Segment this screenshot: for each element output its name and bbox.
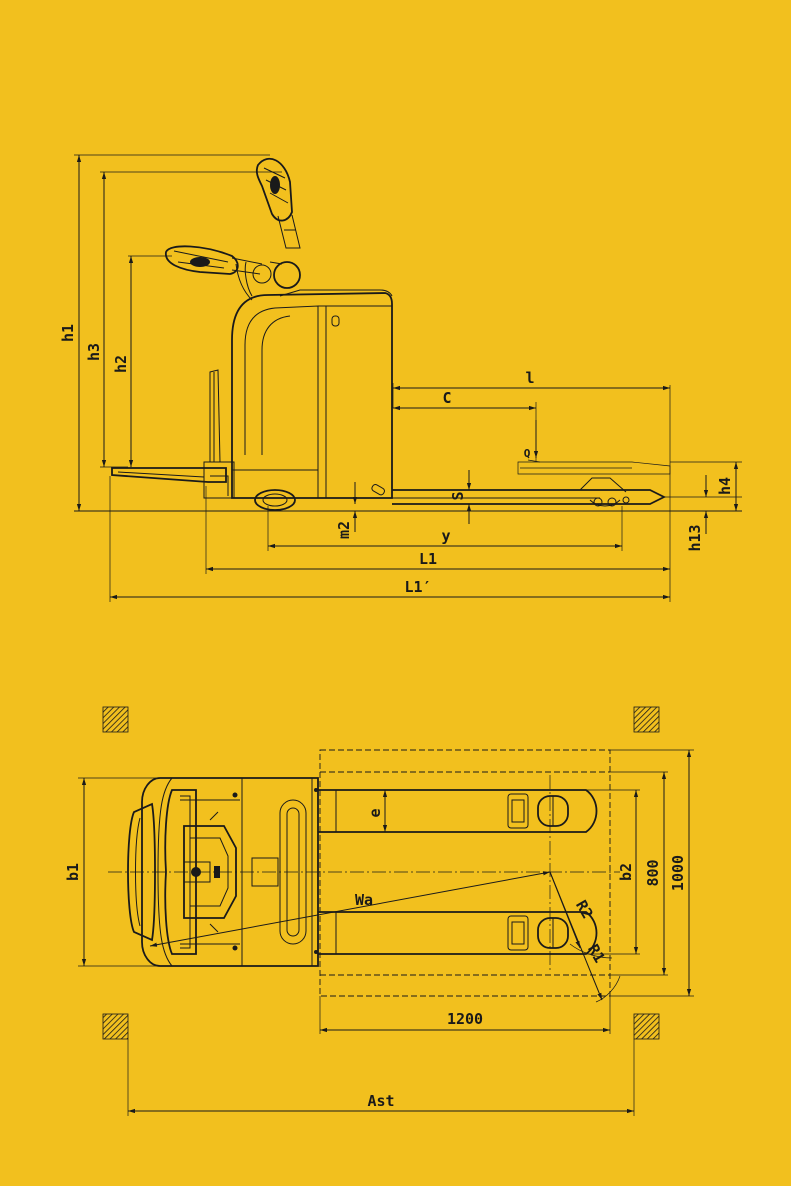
aisle-marker-bottom-left: [102, 1013, 129, 1040]
r1-arc: [595, 975, 621, 1003]
b1-label: b1: [64, 863, 82, 881]
side-view: h1 h3 h2: [59, 154, 742, 602]
y-label: y: [441, 527, 450, 545]
wa-label: Wa: [355, 891, 373, 909]
L1-prime-label: L1′: [404, 578, 431, 596]
tiller-pivot: [273, 261, 301, 289]
q-label: Q: [524, 447, 531, 460]
dim-1200-label: 1200: [447, 1010, 483, 1028]
e-label: e: [366, 808, 384, 817]
wa-dimension-line: [149, 871, 551, 947]
m2-label: m2: [335, 521, 353, 539]
h3-label: h3: [85, 343, 103, 361]
r2-arc: [569, 943, 613, 959]
L1-label: L1: [419, 550, 437, 568]
top-view: e b1 b2 800 1000 Wa R2 R1: [64, 706, 694, 1116]
dim-800-label: 800: [644, 859, 662, 886]
h4-label: h4: [716, 477, 734, 495]
ast-label: Ast: [367, 1092, 394, 1110]
operator-platform: [111, 369, 235, 499]
pallet-top-outline: [319, 749, 611, 997]
tiller-lower-position: [165, 245, 263, 301]
h2-label: h2: [112, 355, 130, 373]
tiller-upper-position: [255, 157, 301, 249]
aisle-marker-bottom-right: [633, 1013, 660, 1040]
c-label: C: [442, 389, 451, 407]
s-label: S: [449, 491, 467, 500]
aisle-marker-top-left: [102, 706, 129, 733]
l-label: l: [525, 369, 534, 387]
r1-radius-line: [549, 871, 603, 1001]
aisle-marker-top-right: [633, 706, 660, 733]
fork-arm: [392, 477, 667, 507]
truck-body: [231, 289, 393, 499]
h1-label: h1: [59, 324, 77, 342]
pallet-outline: [517, 459, 671, 475]
b2-label: b2: [617, 863, 635, 881]
drive-wheel: [254, 489, 296, 511]
h13-label: h13: [686, 524, 704, 551]
dim-1000-label: 1000: [669, 855, 687, 891]
